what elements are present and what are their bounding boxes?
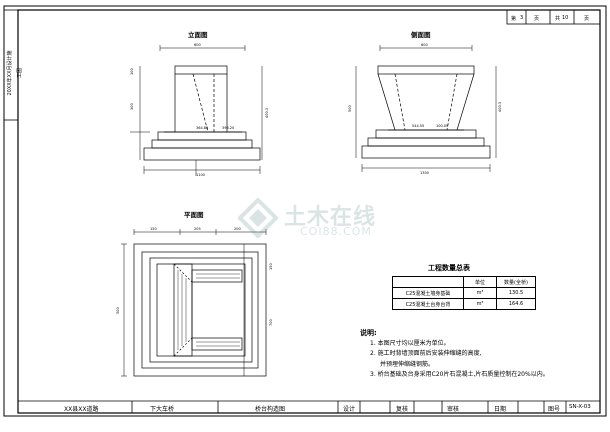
- note-item: 并预埋伸缩缝钢筋。: [380, 360, 435, 368]
- watermark: 土木在线 COI88.COM: [238, 196, 418, 244]
- svg-text:100: 100: [130, 68, 134, 75]
- quantity-header: 单位: [463, 276, 497, 288]
- plan-view-title: 平面图: [184, 211, 204, 219]
- quantity-table: 单位 数量(全桥) C25混凝土墙身基础 m³ 130.5 C25混凝土台身台背…: [392, 276, 536, 310]
- quantity-unit: m³: [463, 298, 497, 310]
- notes-title: 说明:: [360, 329, 377, 337]
- quantity-header: [392, 276, 464, 288]
- svg-text:600: 600: [194, 43, 201, 47]
- plan-body: [156, 263, 246, 357]
- svg-text:400.3: 400.3: [498, 102, 502, 112]
- svg-text:1100: 1100: [196, 173, 205, 177]
- front-dim-labels: 600 364.86 396.20 1100 100 300 400.3: [130, 43, 269, 177]
- quantity-value: 164.6: [496, 298, 536, 310]
- svg-text:1350: 1350: [420, 171, 429, 175]
- front-view-title: 立面图: [188, 31, 208, 39]
- side-footing: [361, 145, 491, 159]
- total-unit: 页: [584, 16, 590, 22]
- note-item: 2. 施工时背墙顶面前后安装伸缩缝的高度,: [370, 350, 482, 357]
- svg-text:364.86: 364.86: [196, 126, 208, 130]
- plan-hatch: [177, 270, 240, 350]
- quantity-header-row: 单位 数量(全桥): [392, 276, 536, 288]
- sheet-label: 第: [511, 16, 517, 22]
- title-design: 设计: [343, 406, 356, 413]
- quantity-unit: m³: [463, 287, 497, 299]
- svg-text:150: 150: [269, 263, 273, 270]
- note-item: 1. 本图尺寸均以厘米为单位。: [370, 339, 450, 347]
- side-dim-labels: 600 544.55 100.05 1350 500 400.3: [348, 43, 502, 175]
- title-fig-label: 图号: [548, 406, 561, 413]
- quantity-row: C25混凝土墙身基础 m³ 130.5: [392, 287, 536, 299]
- watermark-main: 土木在线: [284, 205, 377, 230]
- total-label: 共: [555, 16, 561, 22]
- watermark-logo-icon: [238, 198, 278, 238]
- plan-outer: [133, 243, 267, 377]
- quantity-table-title: 工程数量总表: [428, 264, 470, 272]
- note-item: 3. 桥台基础及台身采用C20片石混凝土,片石质量控制在20%以内。: [370, 371, 549, 378]
- sheet-number: 3: [520, 15, 524, 21]
- side-strip-label: 20XX年XX月设计施工图: [7, 50, 23, 96]
- plan-dim-labels: 150 205 200 500 150 700: [116, 227, 273, 326]
- svg-text:396.20: 396.20: [222, 126, 234, 130]
- front-backwall: [174, 65, 228, 75]
- sheet-unit: 页: [534, 16, 540, 22]
- svg-text:150: 150: [150, 227, 157, 231]
- quantity-item: C25混凝土墙身基础: [392, 287, 464, 299]
- title-approve: 审核: [447, 406, 460, 413]
- svg-text:544.55: 544.55: [412, 124, 424, 128]
- notes: 说明: 1. 本图尺寸均以厘米为单位。 2. 施工时背墙顶面前后安装伸缩缝的高度…: [358, 328, 598, 381]
- svg-text:300: 300: [130, 103, 134, 110]
- svg-text:500: 500: [116, 307, 120, 314]
- svg-text:100.05: 100.05: [436, 124, 448, 128]
- side-view-title: 侧面图: [411, 31, 431, 39]
- title-drawing: 桥台构造图: [255, 406, 286, 413]
- quantity-item: C25混凝土台身台背: [392, 298, 464, 310]
- outer-border: [3, 5, 607, 417]
- title-project: 下大车桥: [150, 406, 175, 413]
- front-elevation: [130, 45, 263, 176]
- side-cap: [377, 65, 475, 75]
- svg-text:205: 205: [194, 227, 201, 231]
- quantity-header: 数量(全桥): [496, 276, 536, 288]
- watermark-sub: COI88.COM: [300, 225, 372, 238]
- plan-view: [121, 229, 267, 377]
- svg-text:200: 200: [234, 227, 241, 231]
- title-fig-number: SN-X-03: [569, 404, 591, 410]
- svg-text:500: 500: [348, 105, 352, 112]
- svg-text:400.3: 400.3: [265, 108, 269, 118]
- svg-text:700: 700: [269, 319, 273, 326]
- title-road: XX县XX道路: [64, 406, 99, 413]
- header-box: [506, 9, 601, 25]
- total-pages: 10: [562, 15, 569, 21]
- front-footing: [143, 147, 261, 161]
- quantity-row: C25混凝土台身台背 m³ 164.6: [392, 298, 536, 310]
- inner-frame: [17, 9, 601, 414]
- title-review: 复核: [396, 406, 409, 413]
- quantity-value: 130.5: [496, 287, 536, 299]
- title-date: 日期: [494, 406, 507, 413]
- svg-text:600: 600: [421, 43, 428, 47]
- side-elevation: [355, 45, 497, 172]
